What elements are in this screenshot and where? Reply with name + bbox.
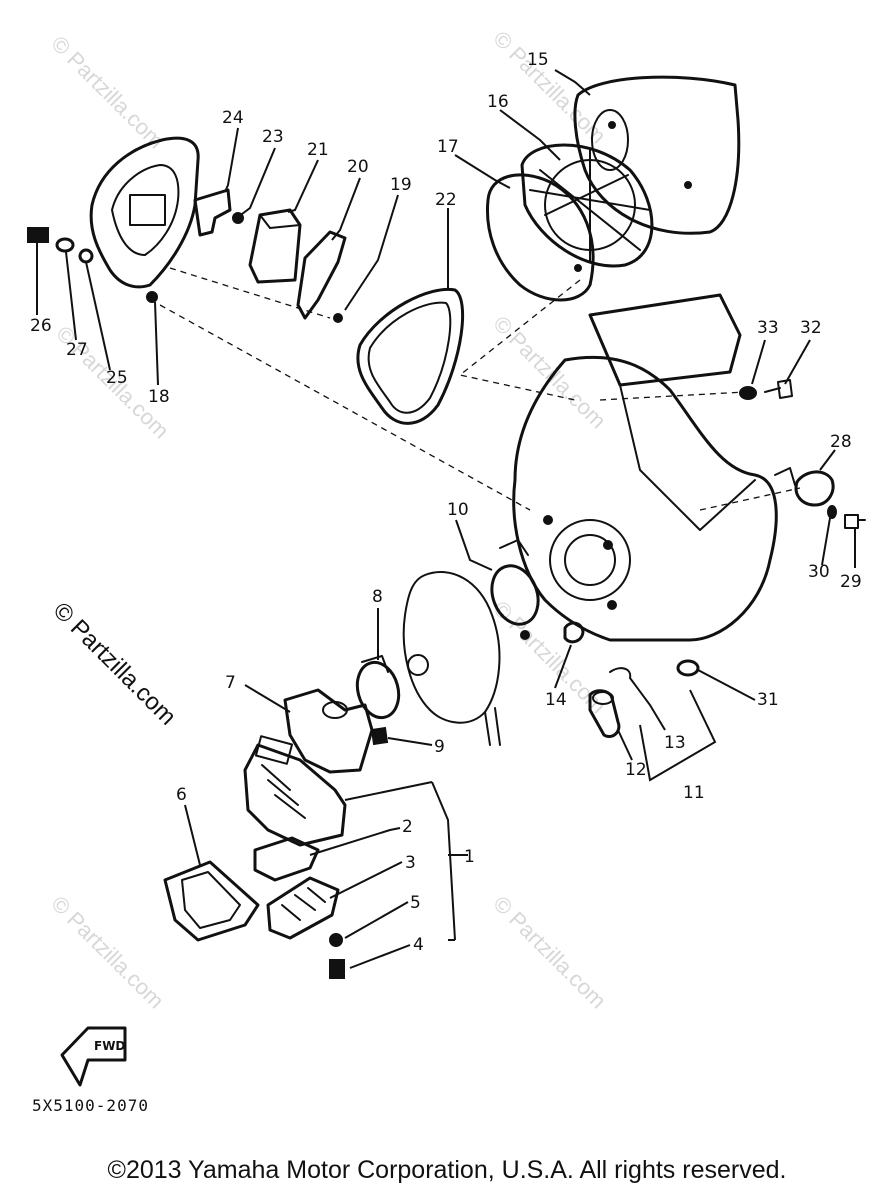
part-6-gasket xyxy=(163,860,260,942)
part-21-foam-block xyxy=(248,208,302,284)
fwd-label: FWD xyxy=(94,1039,125,1053)
callout-5: 5 xyxy=(410,893,421,913)
watermark: © Partzilla.com xyxy=(488,891,611,1014)
callout-24: 24 xyxy=(222,108,244,128)
part-33-grommet xyxy=(739,386,757,400)
callout-18: 18 xyxy=(148,387,170,407)
part-27-washer xyxy=(55,237,75,253)
part-31-grommet xyxy=(676,659,700,677)
assembly-guide-lines xyxy=(159,267,801,511)
callout-3: 3 xyxy=(405,853,416,873)
callout-21: 21 xyxy=(307,140,329,160)
callout-31: 31 xyxy=(757,690,779,710)
intake-gasket xyxy=(402,570,501,746)
air-box-body xyxy=(512,293,796,642)
part-7-intake-joint xyxy=(283,688,374,774)
part-30-washer xyxy=(827,505,837,519)
part-19-screw xyxy=(333,313,343,323)
callout-13: 13 xyxy=(664,733,686,753)
callout-11: 11 xyxy=(683,783,705,803)
part-17-filter-element xyxy=(485,173,595,302)
part-9-bolt xyxy=(370,726,389,746)
part-12-elbow xyxy=(588,689,621,738)
watermark: © Partzilla.com xyxy=(46,31,169,154)
part-10-hose-clamp xyxy=(490,539,540,640)
part-26-bolt xyxy=(27,227,49,243)
callout-15: 15 xyxy=(527,50,549,70)
part-23-screw xyxy=(232,212,244,224)
drawing-code: 5X5100-2070 xyxy=(32,1096,149,1115)
watermark: © Partzilla.com xyxy=(488,311,611,434)
part-4-bolt xyxy=(329,959,345,979)
callout-28: 28 xyxy=(830,432,852,452)
part-2-reed-plate xyxy=(253,836,320,882)
callout-2: 2 xyxy=(402,817,413,837)
part-8-hose-clamp xyxy=(355,655,401,720)
callout-17: 17 xyxy=(437,137,459,157)
part-18-side-cover xyxy=(89,136,200,303)
callout-9: 9 xyxy=(434,737,445,757)
callout-10: 10 xyxy=(447,500,469,520)
part-15-filter-cap xyxy=(573,75,741,235)
callout-33: 33 xyxy=(757,318,779,338)
watermark: © Partzilla.com xyxy=(46,891,169,1014)
watermark-main: © Partzilla.com xyxy=(48,597,181,730)
callout-14: 14 xyxy=(545,690,567,710)
callout-6: 6 xyxy=(176,785,187,805)
callout-32: 32 xyxy=(800,318,822,338)
callout-12: 12 xyxy=(625,760,647,780)
fwd-arrow: FWD xyxy=(60,1026,127,1087)
callout-29: 29 xyxy=(840,572,862,592)
callout-4: 4 xyxy=(413,935,424,955)
part-13-clip xyxy=(609,667,632,679)
copyright-notice: ©2013 Yamaha Motor Corporation, U.S.A. A… xyxy=(107,1156,787,1184)
part-28-clamp xyxy=(794,470,835,507)
callout-numbers: 15 16 17 22 19 20 21 23 24 26 27 25 18 3… xyxy=(30,50,862,955)
part-14-fitting xyxy=(563,621,585,644)
callout-22: 22 xyxy=(435,190,457,210)
part-25-washer xyxy=(78,248,94,264)
callout-7: 7 xyxy=(225,673,236,693)
callout-25: 25 xyxy=(106,368,128,388)
part-32-bolt xyxy=(764,379,793,399)
part-1-reed-valve-body xyxy=(243,735,347,847)
leader-lines xyxy=(36,69,856,969)
part-22-gasket xyxy=(356,287,465,425)
callout-19: 19 xyxy=(390,175,412,195)
part-20-plate xyxy=(296,230,347,320)
callout-26: 26 xyxy=(30,316,52,336)
part-16-filter-cage xyxy=(520,143,654,268)
callout-27: 27 xyxy=(66,340,88,360)
callout-16: 16 xyxy=(487,92,509,112)
callout-8: 8 xyxy=(372,587,383,607)
part-24-bracket xyxy=(193,188,232,237)
callout-30: 30 xyxy=(808,562,830,582)
callout-20: 20 xyxy=(347,157,369,177)
part-5-screw xyxy=(329,933,343,947)
callout-1: 1 xyxy=(464,847,475,867)
part-3-reed-stopper xyxy=(266,876,340,940)
part-29-bolt xyxy=(844,514,866,529)
callout-23: 23 xyxy=(262,127,284,147)
